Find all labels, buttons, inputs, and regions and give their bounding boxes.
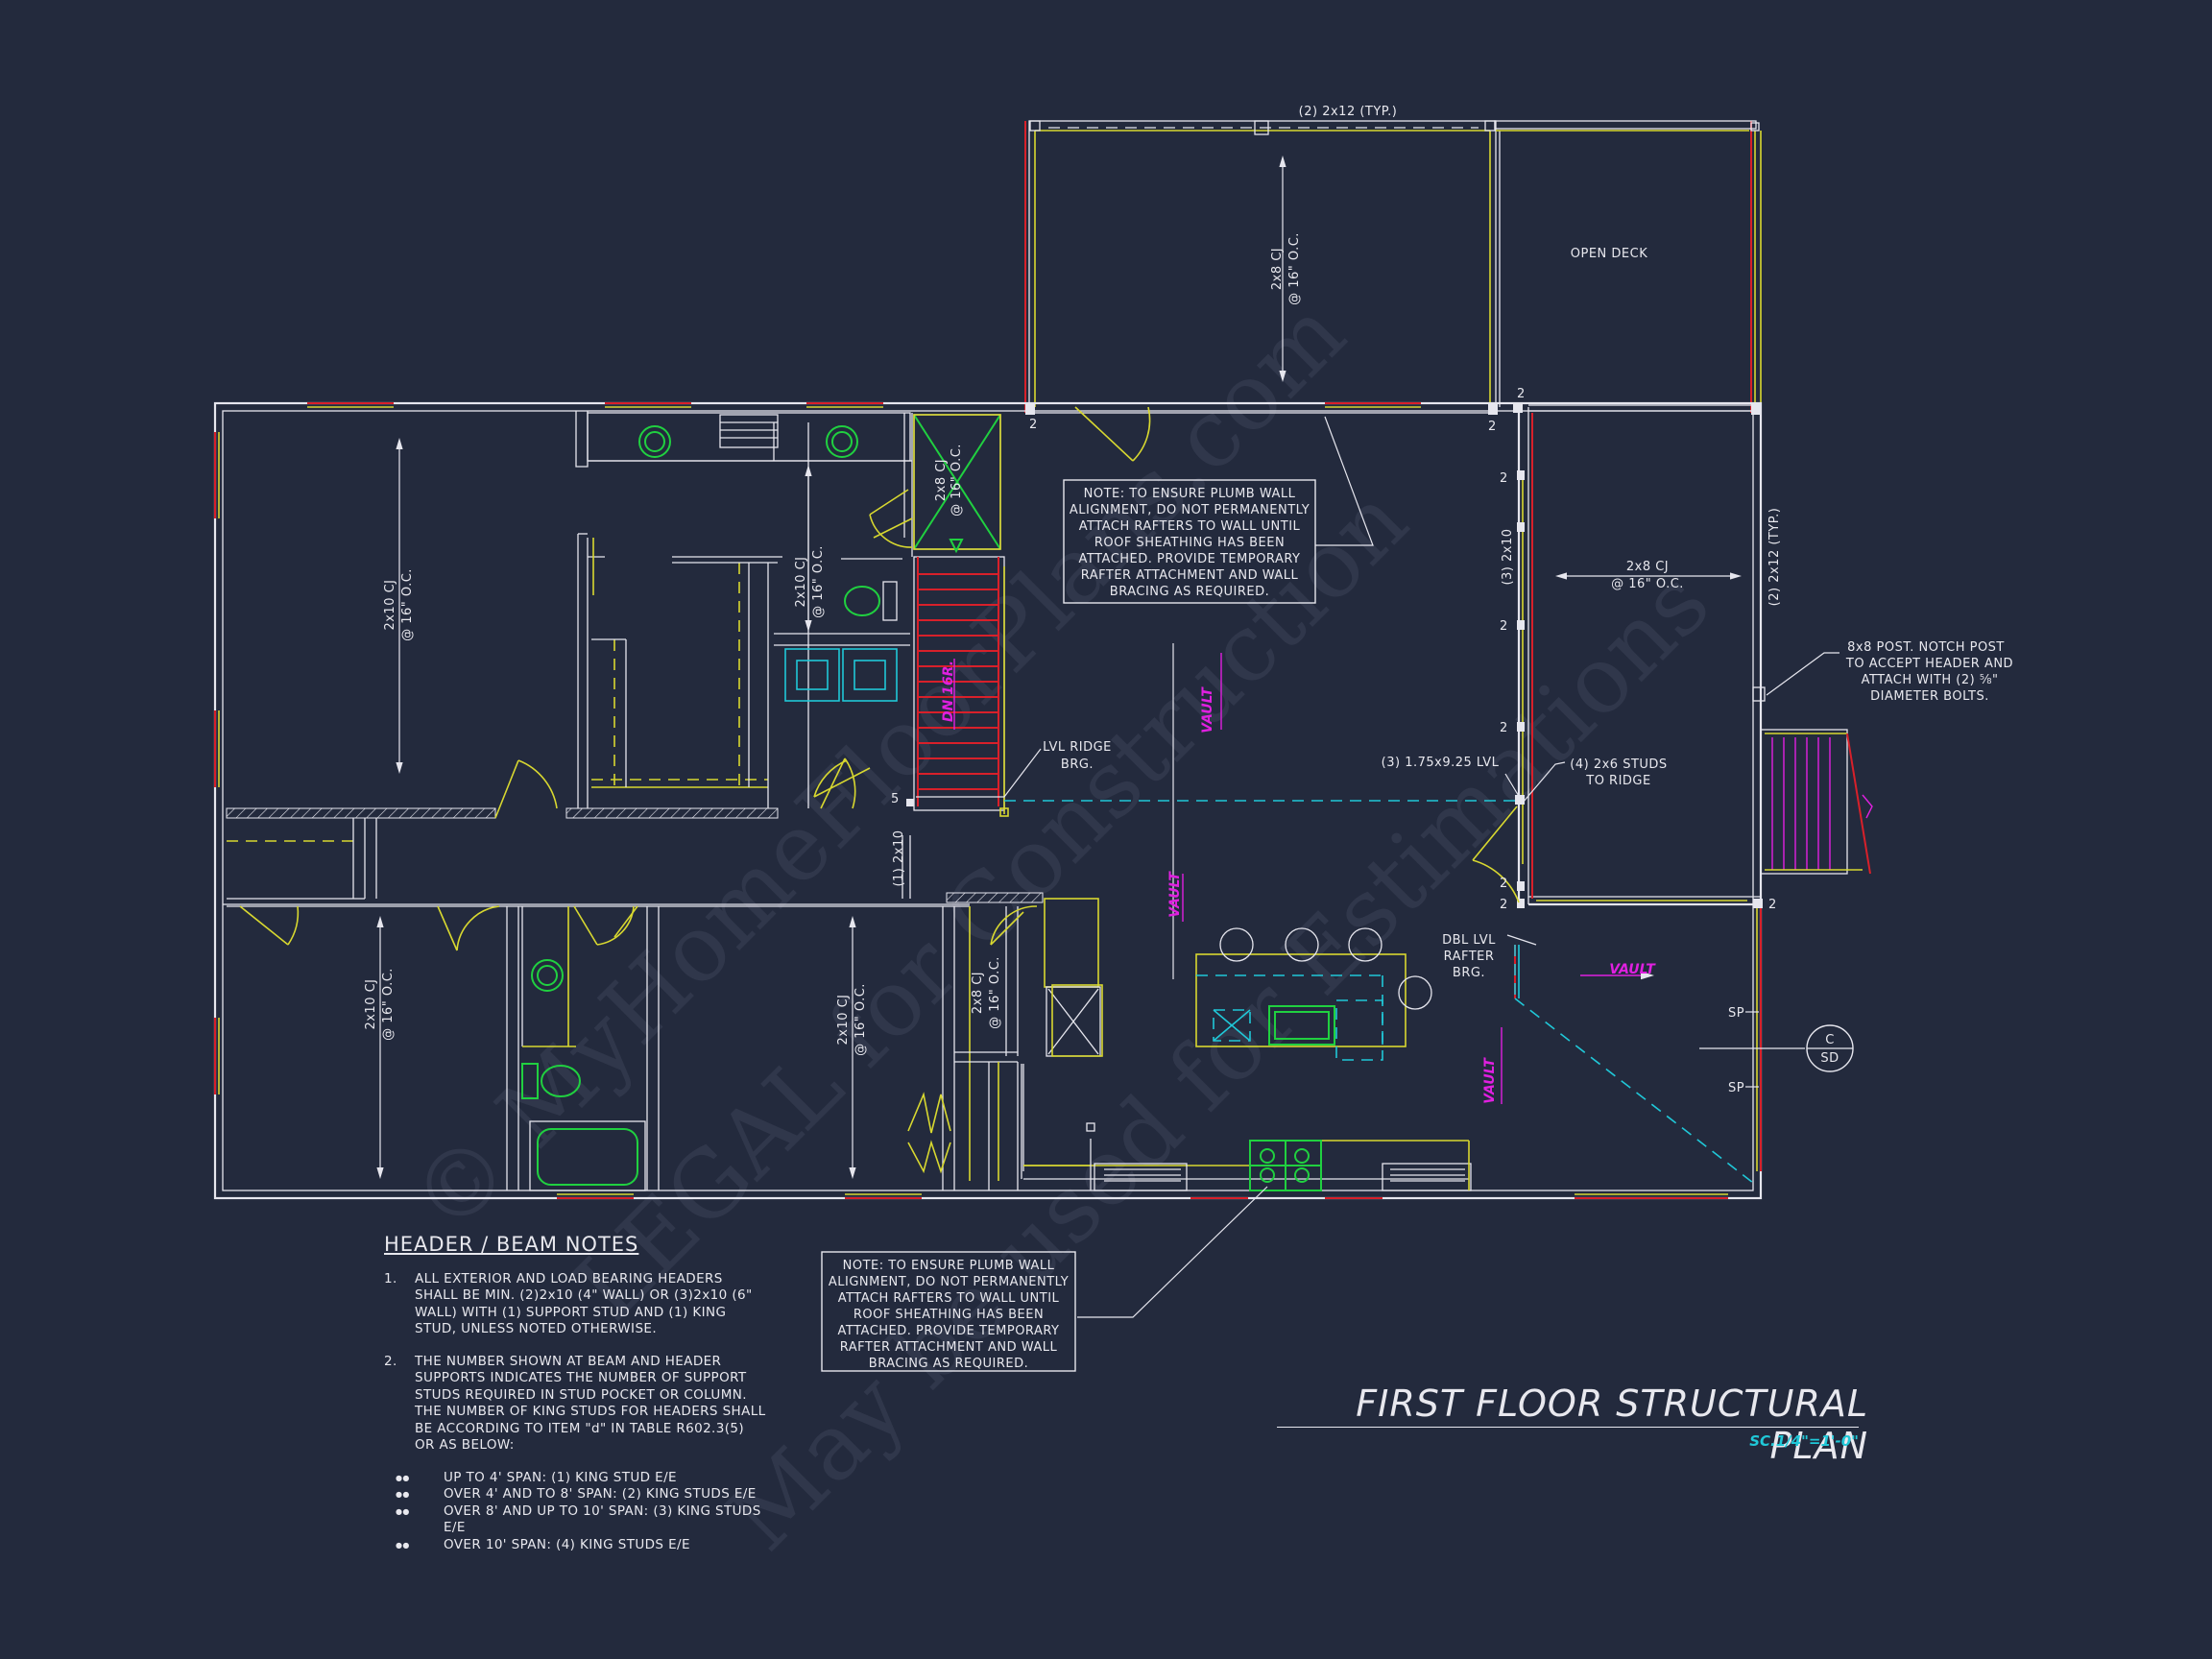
stud-count-3: 2	[1517, 387, 1526, 401]
stud-count-2: 2	[1488, 420, 1497, 434]
note-bottom-box	[821, 1251, 1076, 1372]
note-top-line-4: ROOF SHEATHING HAS BEEN	[1094, 536, 1285, 550]
label-wall-2x10-right: (3) 2x10	[1501, 528, 1515, 585]
label-vault-4: VAULT	[1609, 962, 1656, 977]
header-note-item-2: 2. THE NUMBER SHOWN AT BEAM AND HEADER S…	[384, 1354, 768, 1455]
label-sp-1: SP	[1728, 1006, 1744, 1021]
label-deck-joist-2: @ 16" O.C.	[1287, 232, 1302, 305]
header-note-bullet-3: OVER 8' AND UP TO 10' SPAN: (3) KING STU…	[384, 1503, 768, 1537]
label-post-note-2: TO ACCEPT HEADER AND	[1845, 657, 2013, 671]
stud-count-10: 5	[891, 792, 900, 806]
label-post-note-1: 8x8 POST. NOTCH POST	[1847, 640, 2005, 655]
label-vault-3: VAULT	[1482, 1057, 1498, 1104]
header-note-bullet-1: UP TO 4' SPAN: (1) KING STUD E/E	[384, 1470, 768, 1487]
header-note-bullet-2: OVER 4' AND TO 8' SPAN: (2) KING STUDS E…	[384, 1486, 768, 1503]
header-note-1-number: 1.	[384, 1270, 397, 1286]
joist-arrows	[376, 156, 1742, 1179]
note-bottom-line-4: ROOF SHEATHING HAS BEEN	[854, 1308, 1044, 1322]
header-note-bullet-4: OVER 10' SPAN: (4) KING STUDS E/E	[384, 1537, 768, 1554]
section-marker-top: C	[1825, 1033, 1835, 1047]
stud-count-9: 2	[1768, 898, 1777, 912]
label-lvl-ridge-1: LVL RIDGE	[1043, 740, 1112, 755]
label-closet-joist-2: @ 16" O.C.	[950, 444, 964, 517]
note-bottom-line-7: BRACING AS REQUIRED.	[869, 1357, 1028, 1371]
label-dbl-lvl-3: BRG.	[1453, 966, 1485, 980]
label-vault-1: VAULT	[1200, 686, 1215, 733]
label-bed-lower-joist-1: 2x10 CJ	[364, 978, 378, 1029]
label-vault-2: VAULT	[1167, 871, 1183, 918]
note-top-line-7: BRACING AS REQUIRED.	[1110, 585, 1269, 599]
label-pantry-joist-1: 2x8 CJ	[971, 972, 985, 1014]
house-walls	[213, 401, 1873, 1200]
note-bottom-line-5: ATTACHED. PROVIDE TEMPORARY	[838, 1324, 1060, 1338]
header-beam-notes: HEADER / BEAM NOTES 1. ALL EXTERIOR AND …	[384, 1233, 768, 1554]
header-note-2-text: THE NUMBER SHOWN AT BEAM AND HEADER SUPP…	[415, 1353, 766, 1454]
label-post-note-4: DIAMETER BOLTS.	[1870, 689, 1989, 704]
note-bottom-line-1: NOTE: TO ENSURE PLUMB WALL	[843, 1259, 1055, 1273]
plan-labels: (2) 2x12 (TYP.) OPEN DECK 2x8 CJ @ 16" O…	[364, 105, 2013, 1104]
label-side-header: (2) 2x12 (TYP.)	[1767, 508, 1782, 607]
label-right-joist-2: @ 16" O.C.	[1611, 577, 1684, 591]
label-dbl-lvl-1: DBL LVL	[1442, 933, 1496, 948]
label-bath-joist-2: @ 16" O.C.	[811, 545, 826, 618]
label-sp-2: SP	[1728, 1081, 1744, 1095]
header-note-1-text: ALL EXTERIOR AND LOAD BEARING HEADERS SH…	[415, 1270, 753, 1337]
note-bottom-line-3: ATTACH RAFTERS TO WALL UNTIL	[838, 1291, 1060, 1306]
leader-lines	[916, 416, 1854, 1318]
label-bed-left-joist-2: @ 16" O.C.	[400, 568, 415, 641]
label-bed-left-joist-1: 2x10 CJ	[383, 579, 397, 630]
header-note-2-number: 2.	[384, 1353, 397, 1369]
label-closet-joist-1: 2x8 CJ	[934, 459, 949, 501]
note-top-line-3: ATTACH RAFTERS TO WALL UNTIL	[1079, 519, 1301, 534]
plan-title: FIRST FLOOR STRUCTURAL PLAN	[1356, 1382, 1868, 1467]
label-bath-joist-1: 2x10 CJ	[794, 556, 808, 607]
label-open-deck: OPEN DECK	[1571, 247, 1647, 261]
stud-count-8: 2	[1500, 898, 1508, 912]
note-top-line-1: NOTE: TO ENSURE PLUMB WALL	[1084, 487, 1296, 501]
label-top-header: (2) 2x12 (TYP.)	[1299, 105, 1398, 119]
label-studs-2: TO RIDGE	[1585, 774, 1650, 788]
label-pantry-joist-2: @ 16" O.C.	[988, 956, 1002, 1029]
label-wall-2x10-center: (1) 2x10	[892, 830, 906, 886]
label-lvl-ridge-2: BRG.	[1061, 757, 1094, 772]
label-center-joist-1: 2x10 CJ	[836, 994, 851, 1045]
beams	[902, 795, 1754, 1184]
label-center-joist-2: @ 16" O.C.	[854, 983, 868, 1056]
stud-count-7: 2	[1500, 877, 1508, 891]
label-lvl-beam: (3) 1.75x9.25 LVL	[1382, 756, 1500, 770]
label-post-note-3: ATTACH WITH (2) ⅝"	[1862, 673, 1999, 687]
header-notes-title: HEADER / BEAM NOTES	[384, 1233, 639, 1256]
section-marker-bottom: SD	[1820, 1051, 1839, 1066]
note-top-box	[1063, 479, 1316, 604]
label-stair-dn: DN 16R.	[941, 661, 956, 722]
label-right-joist-1: 2x8 CJ	[1626, 560, 1669, 574]
stud-count-4: 2	[1500, 471, 1508, 486]
stud-count-5: 2	[1500, 619, 1508, 634]
note-bottom-line-2: ALIGNMENT, DO NOT PERMANENTLY	[829, 1275, 1069, 1289]
label-dbl-lvl-2: RAFTER	[1444, 950, 1495, 964]
note-top: NOTE: TO ENSURE PLUMB WALL ALIGNMENT, DO…	[1070, 487, 1310, 599]
label-studs-1: (4) 2x6 STUDS	[1570, 757, 1667, 772]
note-bottom: NOTE: TO ENSURE PLUMB WALL ALIGNMENT, DO…	[829, 1259, 1069, 1371]
plan-title-underline	[1277, 1427, 1859, 1428]
stair-treads	[918, 573, 998, 790]
note-top-line-6: RAFTER ATTACHMENT AND WALL	[1081, 568, 1299, 583]
header-note-item-1: 1. ALL EXTERIOR AND LOAD BEARING HEADERS…	[384, 1271, 768, 1338]
note-top-line-2: ALIGNMENT, DO NOT PERMANENTLY	[1070, 503, 1310, 517]
note-top-line-5: ATTACHED. PROVIDE TEMPORARY	[1079, 552, 1301, 566]
stud-count-1: 2	[1029, 418, 1038, 432]
label-bed-lower-joist-2: @ 16" O.C.	[381, 968, 396, 1041]
note-bottom-line-6: RAFTER ATTACHMENT AND WALL	[840, 1340, 1058, 1355]
plan-scale: SC.1/4"=1'-0"	[1749, 1432, 1859, 1450]
stud-count-6: 2	[1500, 721, 1508, 735]
label-deck-joist-1: 2x8 CJ	[1270, 248, 1285, 290]
